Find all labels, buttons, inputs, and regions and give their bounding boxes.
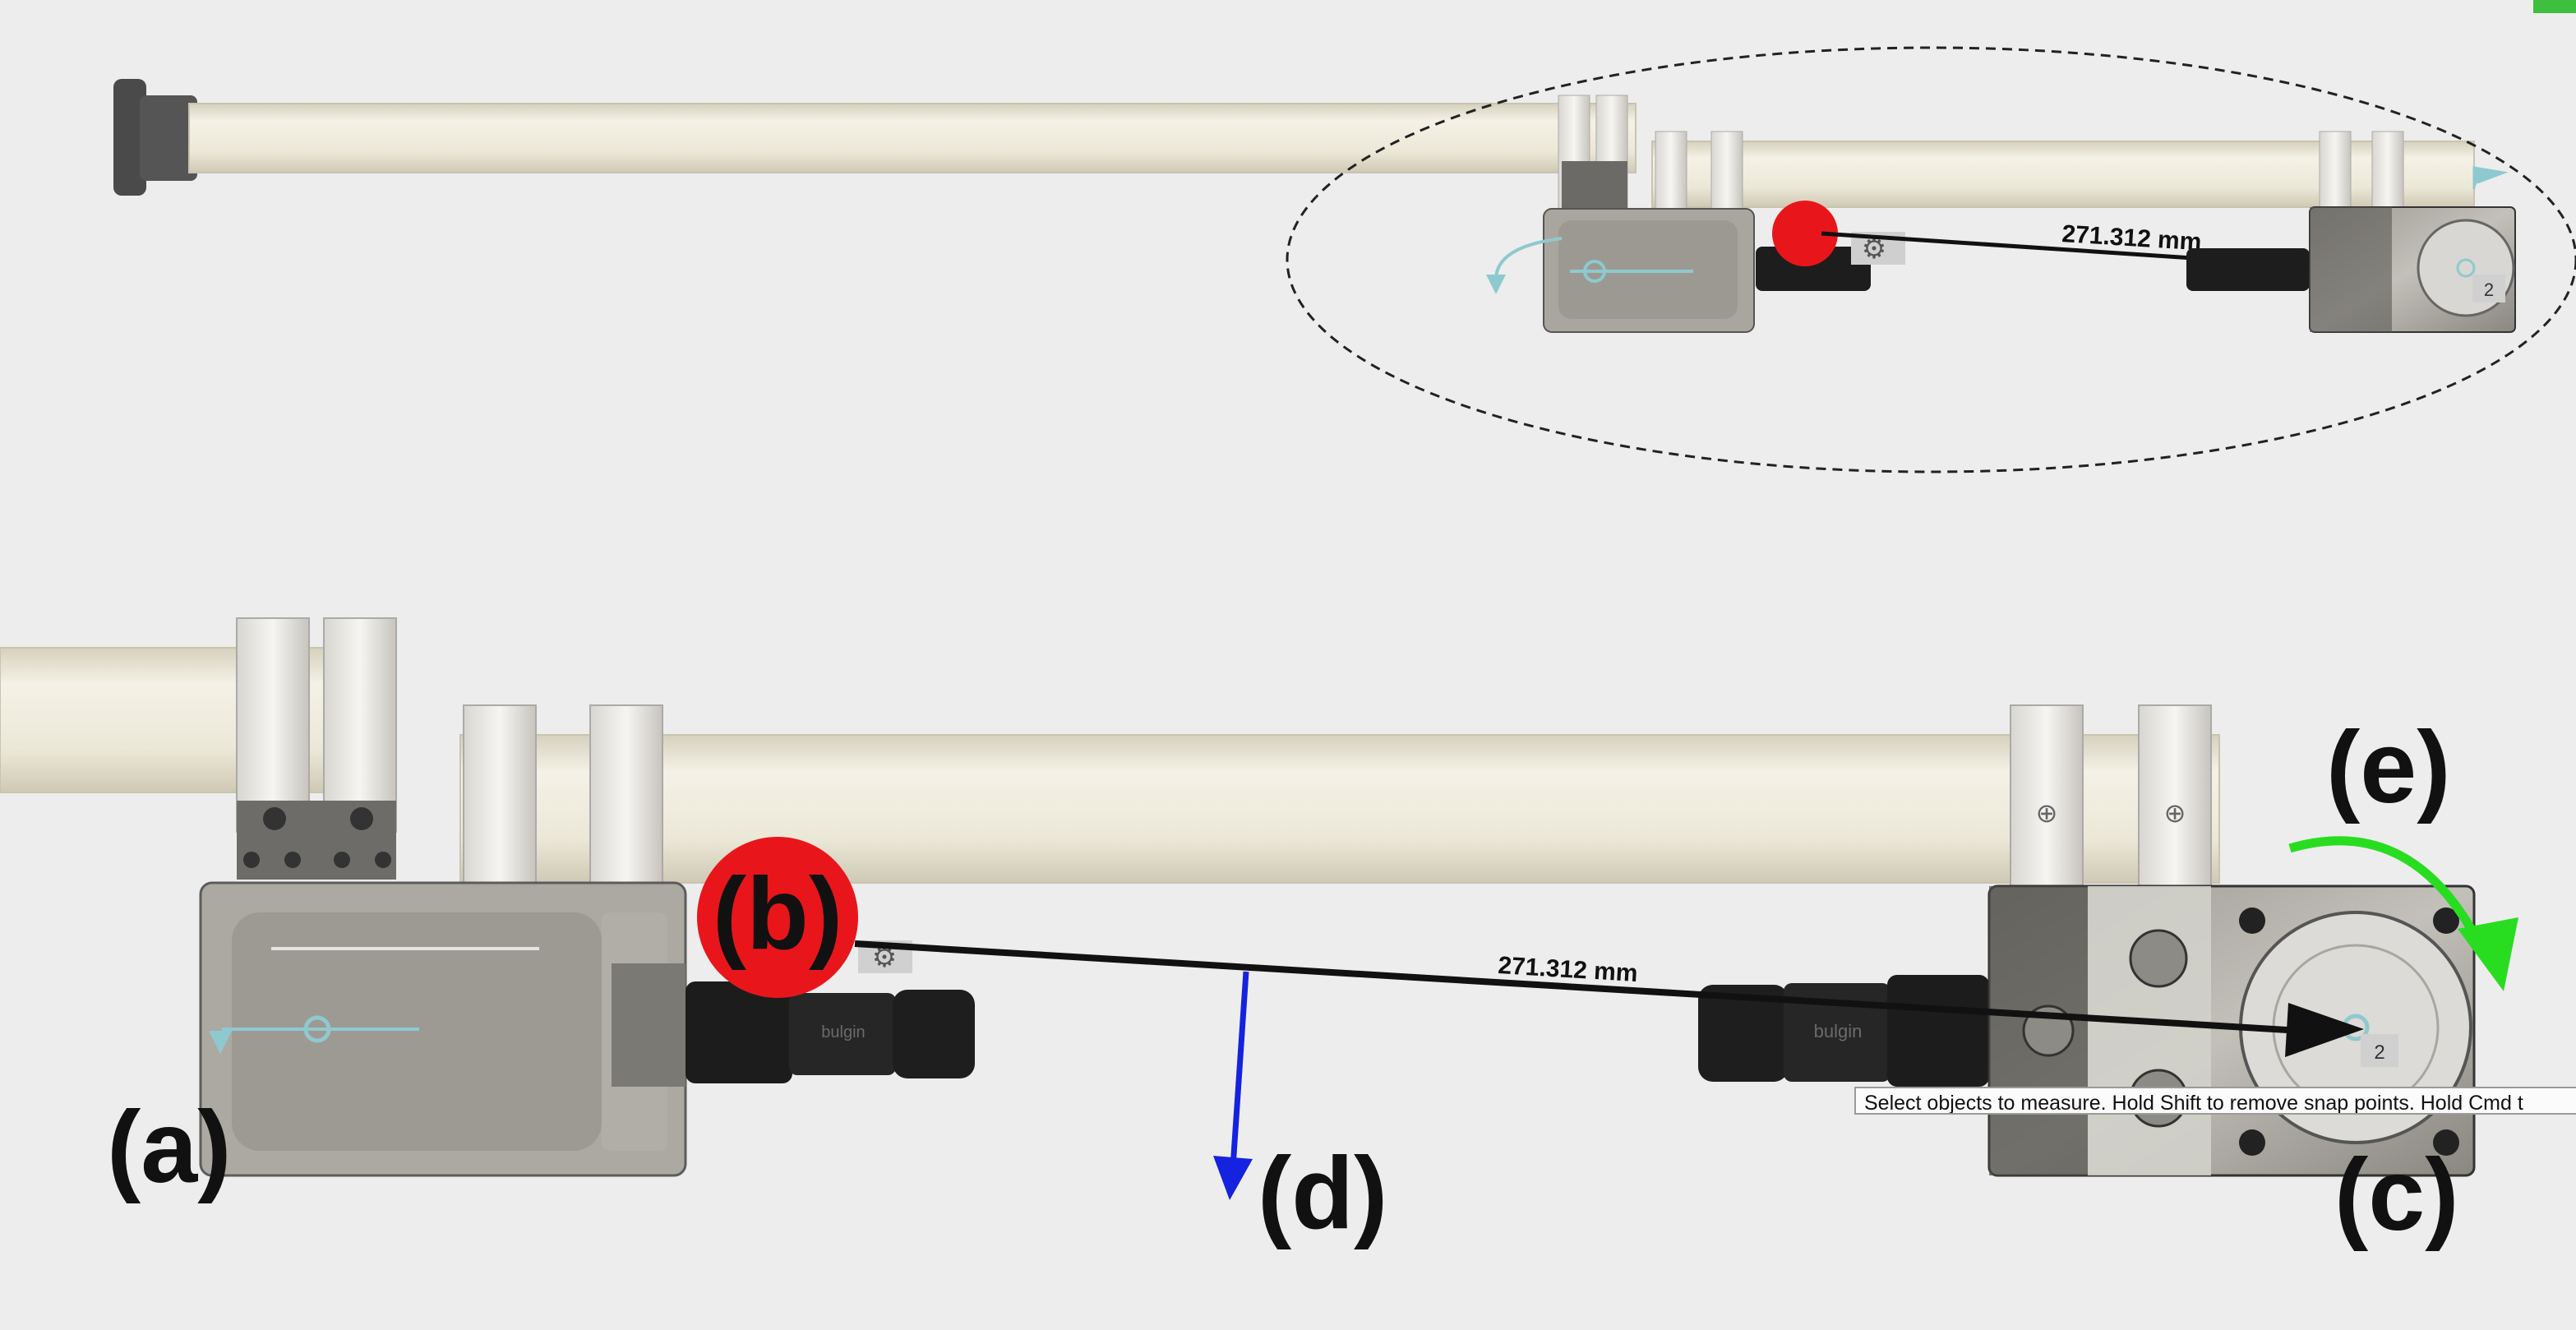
clamp-screw — [350, 807, 373, 830]
zoom-region-ellipse — [1286, 46, 2576, 473]
overview-red-marker — [1772, 201, 1838, 266]
clamp-screw-icon: ⊕ — [2036, 798, 2058, 828]
overview-tube-main[interactable] — [188, 103, 1637, 173]
detail-enclosure-lid — [232, 912, 602, 1151]
connector-brand-right: bulgin — [1814, 1021, 1863, 1041]
overview-view: ⚙ 271.312 mm 2 — [113, 46, 2576, 473]
detail-connector-right-nut[interactable] — [1784, 983, 1890, 1082]
overview-clamp-base — [1562, 161, 1627, 210]
detail-connector-right-body[interactable] — [1887, 975, 1989, 1087]
overview-clamp[interactable] — [1710, 131, 1743, 211]
blue-arrow-d — [1230, 971, 1249, 1168]
label-e: (e) — [2326, 711, 2451, 824]
clamp-screw — [334, 852, 350, 868]
detail-connector-left-tip[interactable] — [893, 990, 975, 1078]
overview-rotary-center — [2456, 258, 2476, 278]
overview-point-badge-text: 2 — [2484, 279, 2494, 300]
overview-gizmo-origin[interactable] — [1583, 260, 1606, 283]
mount-bolt — [2239, 1129, 2265, 1156]
detail-gizmo-arrowhead — [209, 1031, 232, 1054]
detail-point-badge-text: 2 — [2374, 1041, 2384, 1064]
detail-measure-arrowhead — [2285, 1003, 2364, 1057]
overview-mount-plate — [2310, 207, 2392, 332]
detail-measure-line — [854, 940, 2302, 1034]
overview-clamp[interactable] — [2319, 131, 2352, 211]
mount-bolt — [2239, 907, 2265, 934]
clamp-screw — [263, 807, 286, 830]
detail-clamp[interactable] — [2010, 704, 2084, 887]
detail-connector-left-nut[interactable] — [789, 993, 896, 1075]
label-a: (a) — [107, 1091, 232, 1204]
label-c: (c) — [2334, 1138, 2459, 1252]
detail-clamp[interactable] — [323, 617, 397, 833]
clamp-screw — [284, 852, 301, 868]
connector-brand-left: bulgin — [821, 1023, 865, 1041]
overview-rotate-gizmo[interactable] — [1494, 237, 1563, 280]
clamp-screw — [243, 852, 260, 868]
overview-clamp[interactable] — [1655, 131, 1687, 211]
clamp-screw — [375, 852, 391, 868]
green-arrow-e-head — [2458, 917, 2518, 991]
flag-icon — [2472, 166, 2509, 189]
detail-clamp[interactable] — [463, 704, 537, 887]
overview-clamp[interactable] — [2371, 131, 2404, 211]
mount-bolt — [2433, 907, 2459, 934]
detail-clamp[interactable] — [589, 704, 663, 887]
detail-point-badge — [2361, 1034, 2398, 1067]
mount-bolt — [2129, 929, 2188, 988]
detail-clamp-base — [237, 801, 396, 880]
detail-connector-gland — [612, 963, 686, 1087]
detail-connector-left-body[interactable] — [686, 981, 792, 1083]
label-b: (b) — [713, 857, 843, 971]
window-corner-indicator — [2533, 0, 2576, 13]
overview-point-badge — [2472, 275, 2505, 302]
clamp-screw-icon: ⊕ — [2164, 798, 2186, 828]
detail-gizmo-origin[interactable] — [303, 1015, 331, 1043]
detail-connector-right-tip[interactable] — [1698, 985, 1789, 1082]
detail-clamp[interactable] — [236, 617, 310, 833]
blue-arrow-d-head — [1213, 1156, 1253, 1200]
detail-mount-plate-mid — [2088, 886, 2211, 1175]
detail-clamp[interactable] — [2138, 704, 2212, 887]
tube-end-cap-neck — [140, 95, 197, 181]
green-arrow-e — [2288, 836, 2480, 940]
red-highlight-b — [697, 837, 858, 998]
tube-end-cap[interactable] — [113, 79, 146, 196]
label-d: (d) — [1258, 1137, 1387, 1250]
mount-bolt — [2433, 1129, 2459, 1156]
detail-view: bulgin (b) ⚙ bulgin ⊕ ⊕ 2 271.312 — [0, 617, 2518, 1252]
overview-connector-right[interactable] — [2186, 248, 2310, 291]
overview-gizmo-arrowhead — [1486, 275, 1506, 294]
measure-tooltip: Select objects to measure. Hold Shift to… — [1854, 1087, 2576, 1115]
